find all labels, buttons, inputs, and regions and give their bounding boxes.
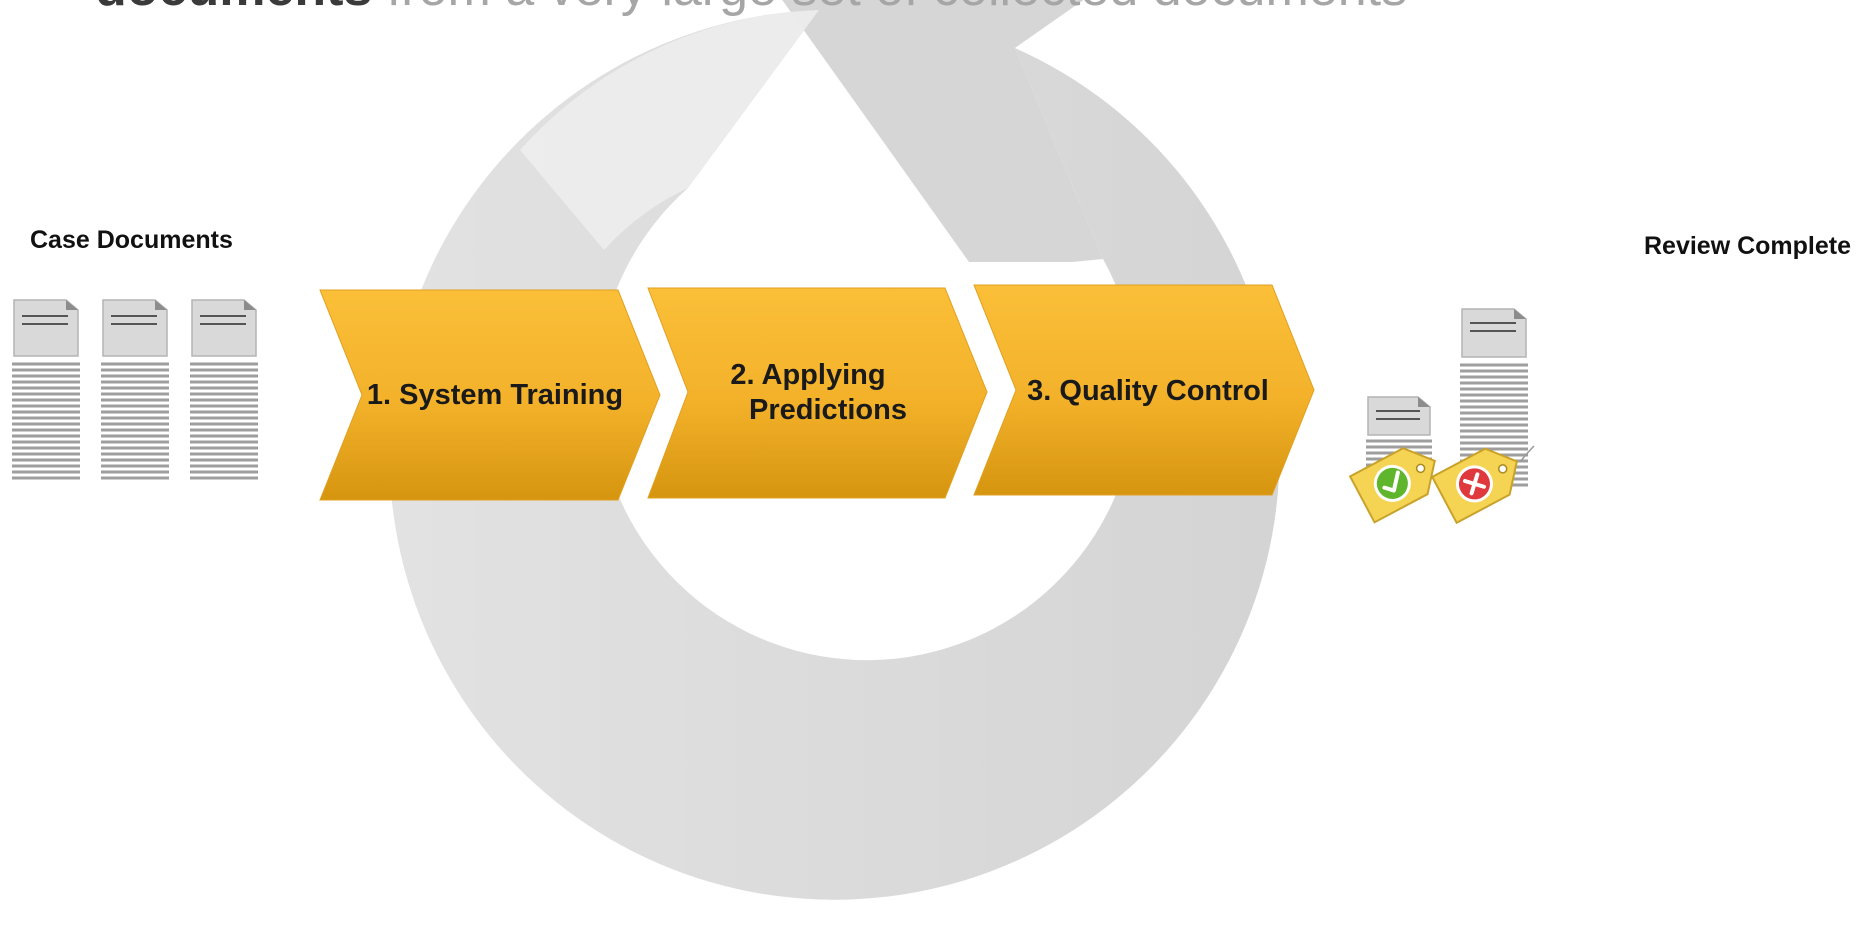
step-3-label: 3. Quality Control <box>1027 375 1269 407</box>
cycle-arrow-icon <box>389 0 1280 900</box>
cycle-arrow-shaft-shade <box>520 10 819 250</box>
approved-tag-icon <box>1348 447 1436 524</box>
case-documents-label: Case Documents <box>30 226 233 254</box>
case-documents-stacks <box>12 299 258 480</box>
headline-bold: documents <box>95 0 372 17</box>
headline-rest: from a very large set of collected docum… <box>372 0 1407 17</box>
step-2-chevron: 2. Applying Predictions <box>647 287 988 499</box>
document-stack-icon <box>12 299 80 480</box>
rejected-tag-icon <box>1430 447 1519 525</box>
step-1-label: 1. System Training <box>367 379 623 411</box>
tag-string <box>1519 445 1535 463</box>
process-steps: 1. System Training 2. Applying Predictio… <box>319 284 1315 501</box>
document-stack-icon <box>101 299 169 480</box>
step-2-label: 2. Applying Predictions <box>730 359 907 426</box>
headline: documents from a very large set of colle… <box>95 0 1407 18</box>
step-3-chevron: 3. Quality Control <box>973 284 1315 496</box>
cycle-arrow-head <box>782 0 1103 262</box>
step-1-chevron: 1. System Training <box>319 289 661 501</box>
document-stack-icon <box>190 299 258 480</box>
review-complete-output <box>1348 308 1535 525</box>
review-complete-label: Review Complete <box>1644 232 1852 260</box>
